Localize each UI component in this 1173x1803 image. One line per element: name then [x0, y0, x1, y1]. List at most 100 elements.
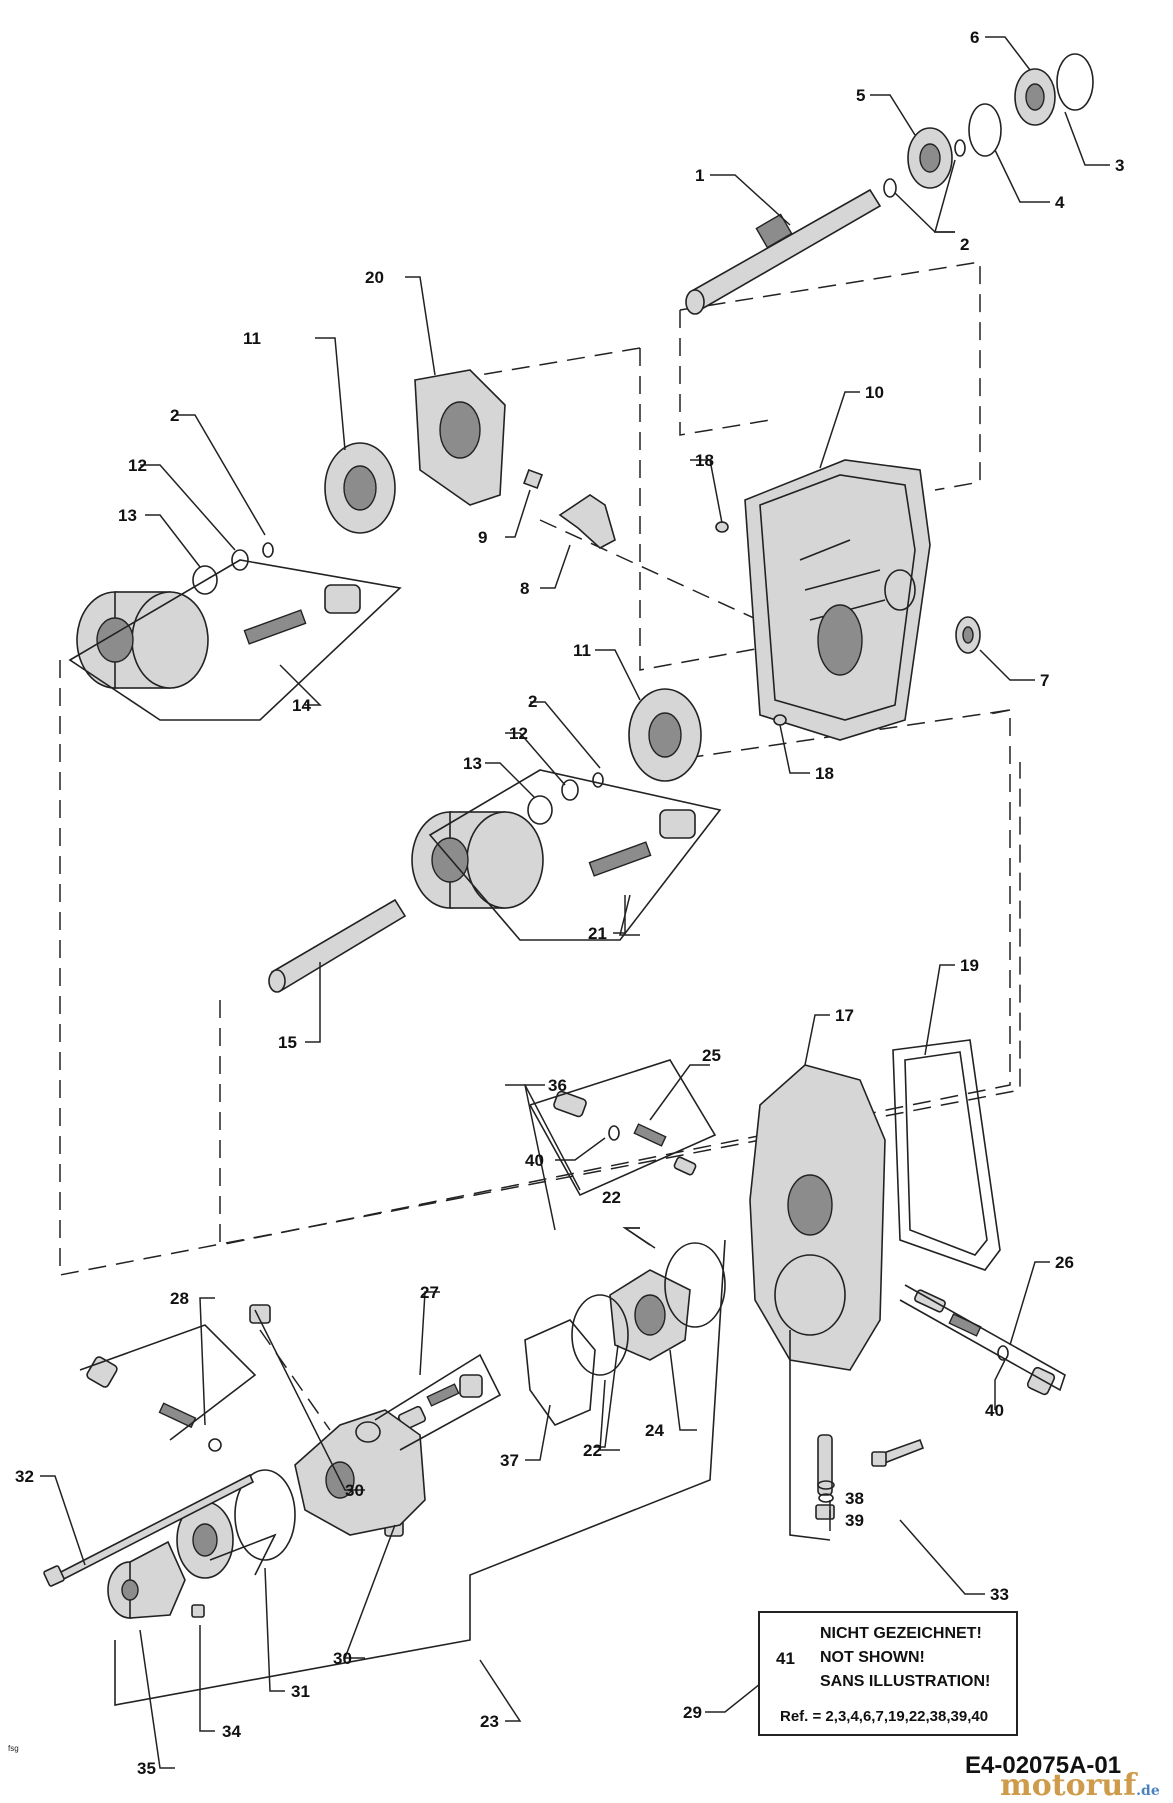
not-shown-note-box: 41 NICHT GEZEICHNET! NOT SHOWN! SANS ILL… [758, 1611, 1018, 1736]
callout-8: 8 [520, 579, 529, 598]
callout-22-lower: 22 [583, 1441, 602, 1460]
part-32-bolt [43, 1473, 255, 1587]
callout-23: 23 [480, 1712, 499, 1731]
watermark-name: motoruf [1000, 1768, 1137, 1803]
callout-2-upper-left: 2 [170, 406, 179, 425]
part-15-output-shaft [268, 898, 407, 993]
part-20-center-section [414, 369, 506, 506]
callout-2-upper-shaft: 2 [960, 235, 969, 254]
part-40-rings [608, 1125, 1009, 1361]
callout-26: 26 [1055, 1253, 1074, 1272]
callout-25: 25 [702, 1046, 721, 1065]
callout-18-lower: 18 [815, 764, 834, 783]
part-29-valve [815, 1434, 835, 1520]
part-8-control-shaft [558, 494, 616, 549]
part-17-end-cap [749, 1064, 886, 1371]
part-6-bearing [1014, 68, 1056, 126]
callout-40-upper: 40 [525, 1151, 544, 1170]
callout-3: 3 [1115, 156, 1124, 175]
callout-1: 1 [695, 166, 704, 185]
part-19-gasket [892, 1039, 1001, 1271]
callout-7: 7 [1040, 671, 1049, 690]
callout-labels: 1 2 2 2 3 4 5 6 7 8 9 10 11 11 12 12 13 … [15, 28, 1124, 1778]
assembly-guide-lines [59, 261, 1021, 1431]
callout-19: 19 [960, 956, 979, 975]
note-part-number: 41 [776, 1649, 795, 1668]
callout-22-upper: 22 [602, 1188, 621, 1207]
callout-10: 10 [865, 383, 884, 402]
part-1-input-shaft [685, 188, 882, 315]
callout-20: 20 [365, 268, 384, 287]
callout-33: 33 [990, 1585, 1009, 1604]
callout-38: 38 [845, 1489, 864, 1508]
callout-36: 36 [548, 1076, 567, 1095]
callout-30-lower: 30 [333, 1649, 352, 1668]
part-22-o-rings [571, 1242, 726, 1376]
callout-5: 5 [856, 86, 865, 105]
callout-24: 24 [645, 1421, 664, 1440]
part-23-pump-housing [294, 1409, 426, 1536]
part-11-thrust-bearing-lower [628, 688, 702, 782]
part-35-cover [107, 1540, 186, 1619]
callout-14: 14 [292, 696, 311, 715]
note-line-english: NOT SHOWN! [820, 1649, 925, 1666]
part-14-cylinder-block-upper [68, 559, 402, 721]
callout-12-upper: 12 [128, 456, 147, 475]
part-21-cylinder-block-lower [411, 769, 722, 941]
callout-35: 35 [137, 1759, 156, 1778]
part-34-screw [191, 1604, 205, 1618]
part-12-13-spring-washer-lower [527, 772, 604, 825]
drawing-code: E4-02075A-01 [965, 1752, 1122, 1779]
part-3-snap-ring [1056, 53, 1094, 111]
callout-leaders [40, 36, 1110, 1769]
part-4-ring [968, 103, 1002, 157]
callout-11-lower: 11 [573, 641, 591, 660]
callout-13-upper: 13 [118, 506, 137, 525]
callout-13-lower: 13 [463, 754, 482, 773]
callout-2-lower: 2 [528, 692, 537, 711]
part-10-upper-housing [744, 459, 931, 741]
callout-28: 28 [170, 1289, 189, 1308]
callout-9: 9 [478, 528, 487, 547]
callout-12-lower: 12 [509, 724, 528, 743]
note-line-german: NICHT GEZEICHNET! [820, 1625, 982, 1642]
callout-34: 34 [222, 1722, 241, 1741]
callout-29: 29 [683, 1703, 702, 1722]
part-31-bearing [176, 1469, 296, 1579]
callout-30-upper: 30 [345, 1481, 364, 1500]
part-24-charge-pump [609, 1269, 691, 1361]
callout-15: 15 [278, 1033, 297, 1052]
part-28-valve-assembly [86, 1356, 222, 1452]
callout-17: 17 [835, 1006, 854, 1025]
part-27-valve-assembly [397, 1374, 483, 1431]
watermark-tld: .de [1136, 1783, 1160, 1799]
part-37-gasket [524, 1319, 596, 1426]
part-9-key [523, 469, 543, 489]
part-33-screw [871, 1438, 925, 1467]
part-5-bearing [907, 127, 953, 189]
callout-11-upper: 11 [243, 329, 261, 348]
callout-40-lower: 40 [985, 1401, 1004, 1420]
group-brackets [79, 1059, 1066, 1706]
watermark-logo: motoruf.de [1000, 1768, 1160, 1803]
note-line-french: SANS ILLUSTRATION! [820, 1673, 991, 1690]
part-11-thrust-bearing-upper [324, 442, 396, 534]
callout-6: 6 [970, 28, 979, 47]
part-7-seal [955, 616, 981, 654]
corner-mark: fsg [8, 1744, 19, 1753]
callout-31: 31 [291, 1682, 310, 1701]
callout-39: 39 [845, 1511, 864, 1530]
note-ref-list: Ref. = 2,3,4,6,7,19,22,38,39,40 [780, 1708, 989, 1725]
part-26-valve-assembly [914, 1289, 1056, 1396]
callout-32: 32 [15, 1467, 34, 1486]
callout-27: 27 [420, 1283, 439, 1302]
callout-4: 4 [1055, 193, 1065, 212]
part-25-valve-assembly [553, 1090, 697, 1176]
part-2-small-ring-upper [883, 139, 966, 198]
part-38-39-rings [817, 1480, 835, 1503]
callout-18-upper: 18 [695, 451, 714, 470]
part-12-13-spring-washer-upper [192, 542, 274, 595]
callout-37: 37 [500, 1451, 519, 1470]
part-18-pins [715, 521, 787, 726]
